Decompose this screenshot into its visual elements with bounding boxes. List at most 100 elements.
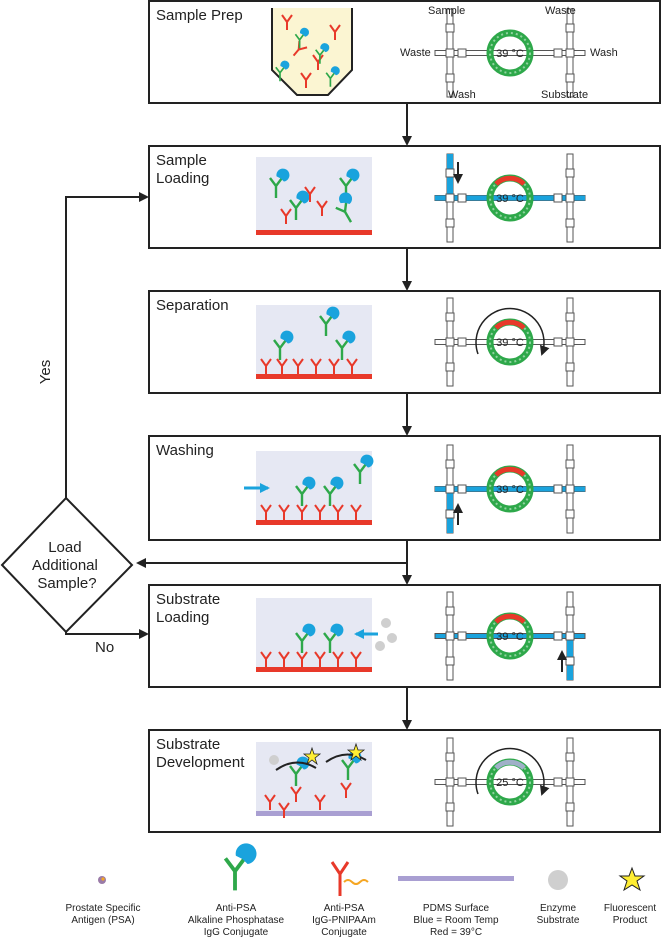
valve — [445, 509, 455, 519]
ring-temperature: 39 °C — [496, 631, 524, 643]
panel-separation — [256, 305, 372, 379]
valve — [445, 312, 455, 322]
anti-psa-pnipaam-icon — [330, 861, 369, 896]
valve — [457, 193, 467, 203]
ring-heated-segment — [494, 175, 526, 186]
valve — [553, 337, 563, 347]
valve — [553, 48, 563, 58]
ring-heated-segment — [494, 466, 526, 477]
anti-psa-alkaline-phosphatase-icon — [223, 842, 258, 893]
fluorescent-product-icon — [618, 866, 646, 892]
valve — [445, 656, 455, 666]
valve — [565, 631, 575, 641]
valve — [445, 362, 455, 372]
valve — [445, 168, 455, 178]
valve — [565, 312, 575, 322]
valve — [565, 168, 575, 178]
horizontal-channel — [434, 779, 586, 785]
no-label: No — [95, 639, 114, 656]
ring-beads — [489, 32, 531, 74]
valve — [553, 631, 563, 641]
valve — [445, 752, 455, 762]
panel-sample-loading — [256, 157, 372, 235]
panel-substrate-development — [256, 742, 372, 819]
port-label-sample: Sample — [428, 5, 465, 17]
port-label-substrate: Substrate — [541, 89, 588, 101]
valve — [445, 218, 455, 228]
valve — [565, 337, 575, 347]
port-labels: Sample Waste Waste Wash Wash Substrate — [400, 5, 618, 101]
valve — [565, 459, 575, 469]
ring-device: 39 °C — [434, 444, 586, 534]
yes-loop-arrow — [65, 192, 149, 498]
valve — [553, 484, 563, 494]
room-temp-channel — [435, 195, 585, 201]
ring-device: 39 °C — [434, 591, 586, 681]
rotation-arrow — [475, 747, 550, 796]
enzyme-substrate-icon — [548, 870, 568, 890]
panel-washing — [244, 451, 375, 525]
valve — [565, 484, 575, 494]
port-label-wash-right: Wash — [590, 47, 618, 59]
sample-tube — [271, 8, 353, 96]
step-title: Sample Prep — [156, 7, 243, 24]
valve — [445, 193, 455, 203]
ring-device: 39 °C — [434, 297, 586, 387]
valve — [565, 48, 575, 58]
valve — [445, 459, 455, 469]
flow-arrows — [136, 103, 412, 730]
horizontal-channel — [434, 50, 586, 56]
decision-node: Load Additional Sample? — [0, 496, 134, 634]
valve — [565, 23, 575, 33]
ring-beads — [489, 615, 531, 657]
decision-label: Load Additional Sample? — [32, 539, 102, 592]
horizontal-channel — [434, 339, 586, 345]
room-temp-channel — [435, 486, 585, 492]
ring-device: 25 °C — [434, 737, 586, 827]
ring-temperature: 39 °C — [496, 484, 524, 496]
step-title: Washing — [156, 442, 214, 459]
valve — [565, 606, 575, 616]
valve — [457, 48, 467, 58]
valve — [565, 218, 575, 228]
valve — [445, 48, 455, 58]
rotation-arrow — [475, 307, 550, 356]
valve — [445, 337, 455, 347]
panel-substrate-loading — [256, 598, 397, 672]
ring-heated-segment — [494, 319, 526, 330]
valve — [553, 777, 563, 787]
no-arrow — [65, 629, 149, 639]
valve — [445, 484, 455, 494]
ring-beads — [489, 761, 531, 803]
valve — [565, 752, 575, 762]
valve — [445, 606, 455, 616]
ring-beads — [489, 468, 531, 510]
ring-device: 39 °C — [434, 8, 586, 98]
ring-temperature: 39 °C — [496, 337, 524, 349]
valve — [445, 73, 455, 83]
microfluidic-devices: 39 °C39 °C39 °C39 °C39 °C25 °C — [434, 8, 586, 827]
valve — [565, 777, 575, 787]
valve — [445, 802, 455, 812]
valve — [457, 777, 467, 787]
port-label-waste-left: Waste — [400, 47, 431, 59]
step-title: Separation — [156, 297, 229, 314]
ring-temperature: 39 °C — [496, 48, 524, 60]
port-label-waste-top: Waste — [545, 5, 576, 17]
valve — [457, 631, 467, 641]
valve — [445, 23, 455, 33]
ring-cool-segment — [494, 759, 526, 770]
valve — [565, 193, 575, 203]
valve — [565, 509, 575, 519]
ring-beads — [489, 177, 531, 219]
psa-icon — [98, 876, 106, 884]
